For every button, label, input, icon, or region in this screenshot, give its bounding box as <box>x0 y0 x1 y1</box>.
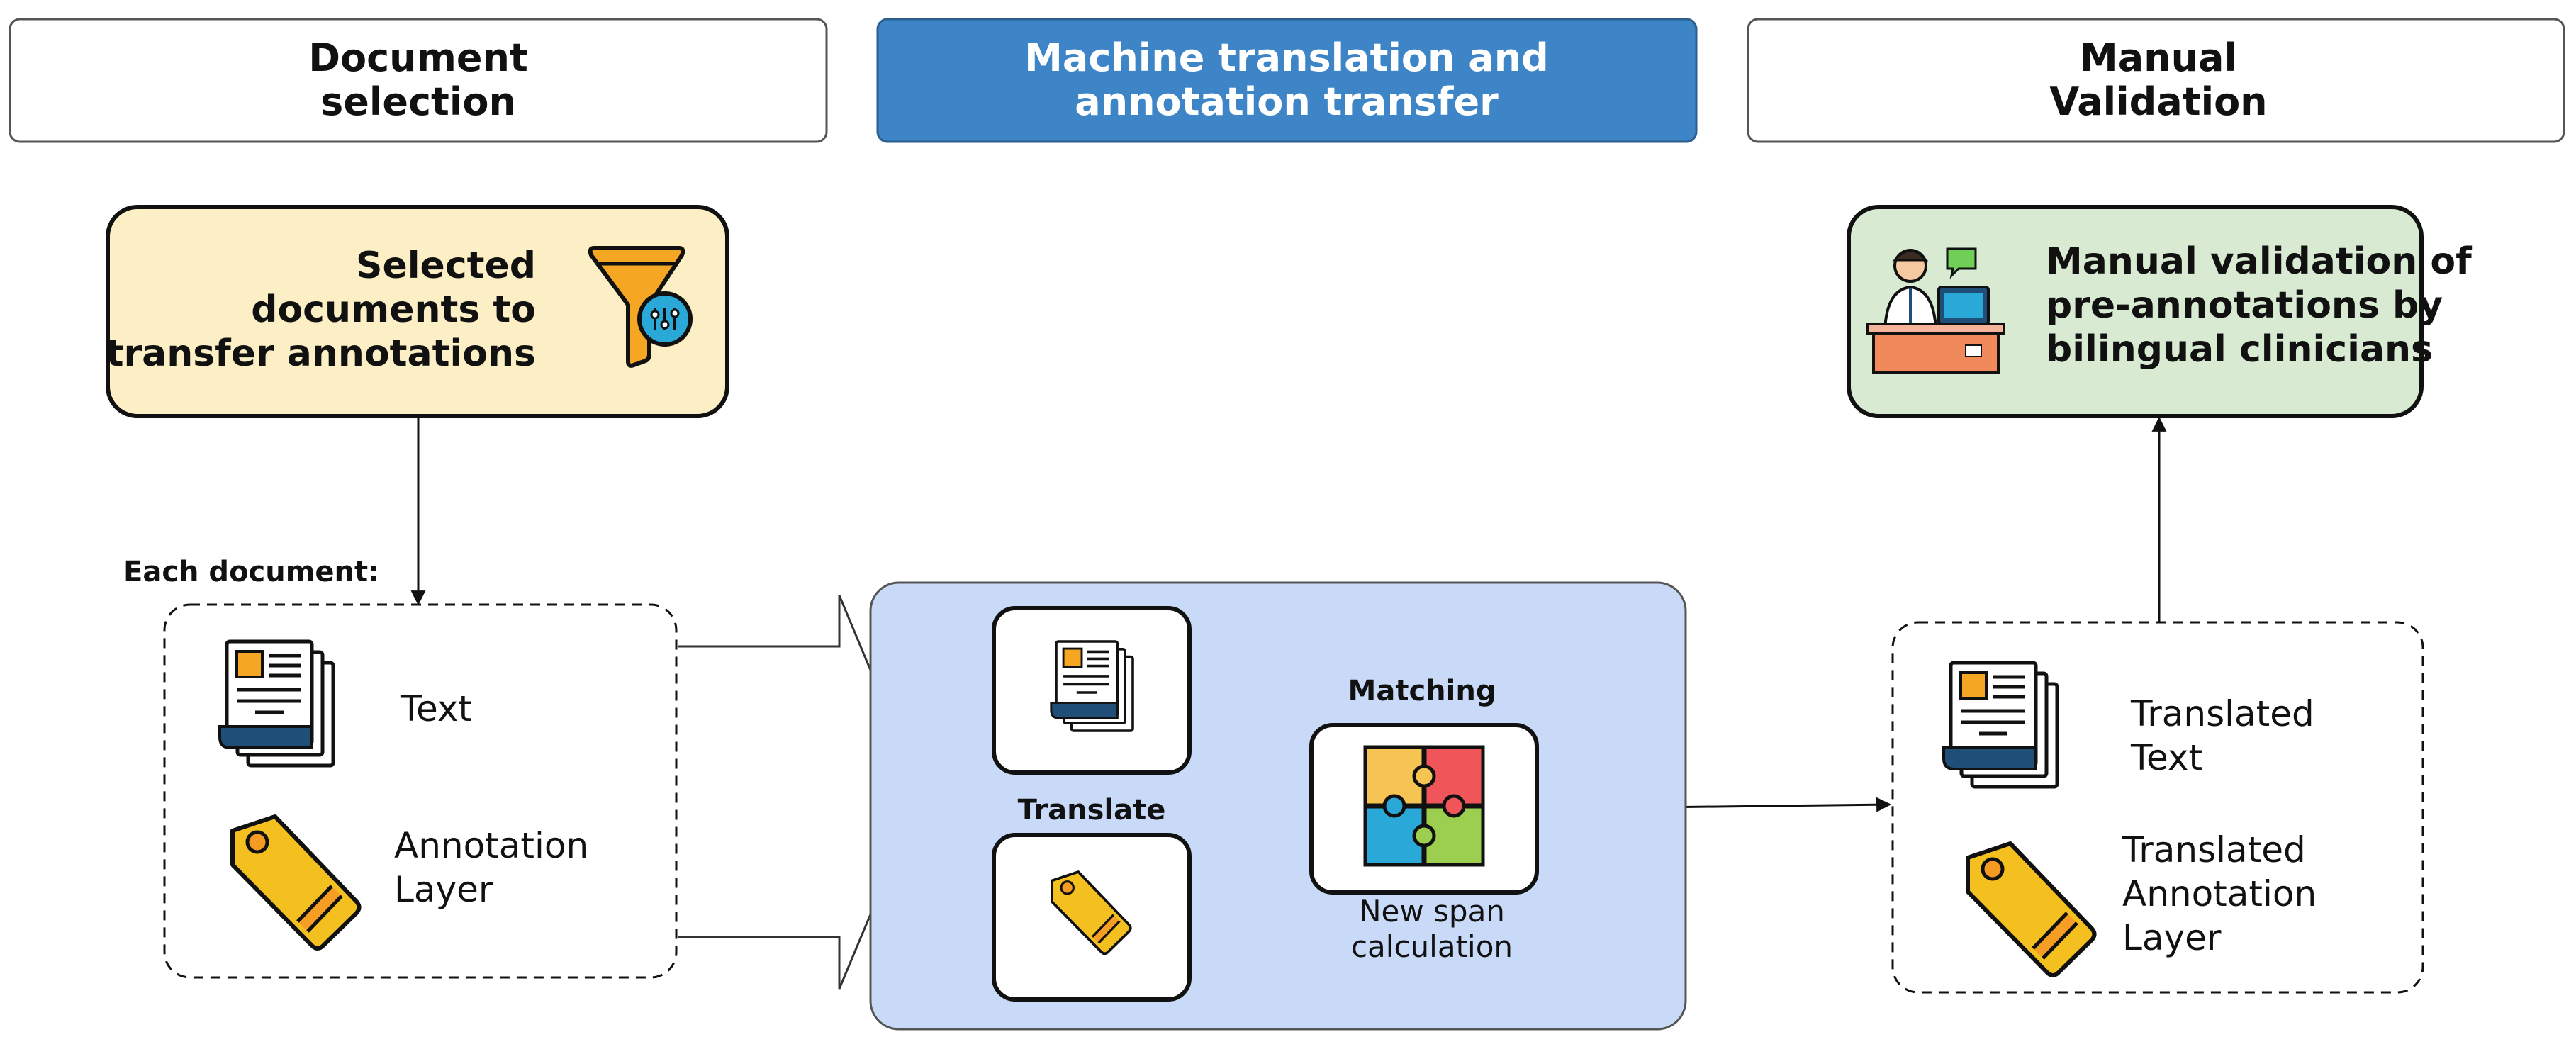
validation-line1: Manual validation of <box>2046 240 2473 283</box>
validation-line3: bilingual clinicians <box>2046 328 2433 371</box>
input-annotation-line1: Annotation <box>394 825 588 866</box>
text-document-icon <box>220 641 333 766</box>
selected-documents-line2: documents to <box>251 288 536 331</box>
span-calculation-line1: New span <box>1359 894 1505 929</box>
selected-documents-box: Selected documents to transfer annotatio… <box>106 205 729 418</box>
validation-line2: pre-annotations by <box>2046 284 2443 327</box>
output-text-line2: Text <box>2130 737 2202 778</box>
output-annotation-line2: Annotation <box>2122 873 2317 914</box>
stage-1-title-line2: selection <box>320 79 516 124</box>
input-text-label: Text <box>400 688 472 729</box>
stage-2-title-line2: annotation transfer <box>1075 79 1499 124</box>
stage-header-manual-validation: Manual Validation <box>1747 18 2565 143</box>
translate-text-document-icon <box>1050 640 1134 732</box>
each-document-label: Each document: <box>123 556 379 588</box>
clinician-at-desk-icon <box>1866 247 2005 374</box>
translated-text-document-icon <box>1944 663 2057 787</box>
input-document-box: Text Annotation Layer <box>163 603 678 979</box>
puzzle-pieces-icon <box>1363 745 1485 867</box>
output-annotation-line3: Layer <box>2122 917 2222 958</box>
translate-label: Translate <box>1018 794 1166 826</box>
output-annotation-line1: Translated <box>2122 829 2306 870</box>
stage-header-machine-translation: Machine translation and annotation trans… <box>876 18 1698 143</box>
matching-label: Matching <box>1348 675 1496 707</box>
stage-1-title-line1: Document <box>308 35 528 80</box>
span-calculation-line2: calculation <box>1351 929 1513 964</box>
manual-validation-box: Manual validation of pre-annotations by … <box>1847 205 2473 418</box>
output-document-box: Translated Text Translated Annotation La… <box>1891 621 2424 994</box>
selected-documents-line1: Selected <box>356 245 536 287</box>
funnel-filter-icon <box>588 246 693 368</box>
stage-3-title-line2: Validation <box>2049 79 2267 124</box>
output-text-line1: Translated <box>2130 693 2314 734</box>
stage-3-title-line1: Manual <box>2080 35 2237 80</box>
transfer-panel: Translate Matching New span calculation <box>869 581 1687 1031</box>
stage-header-document-selection: Document selection <box>9 18 828 143</box>
stage-2-title-line1: Machine translation and <box>1024 35 1549 80</box>
input-annotation-line2: Layer <box>394 869 493 910</box>
selected-documents-line3: transfer annotations <box>106 332 536 375</box>
